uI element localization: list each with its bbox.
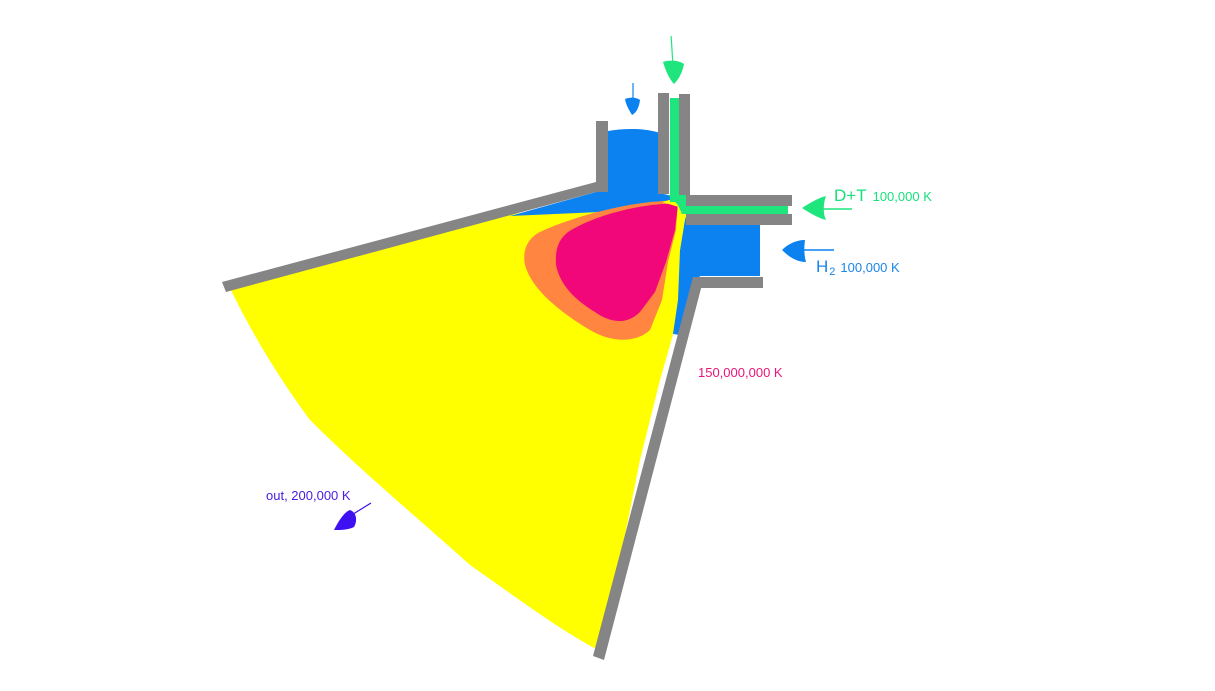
h2-temperature-label: 100,000 K xyxy=(840,260,900,275)
core-temperature-label: 150,000,000 K xyxy=(698,365,783,380)
dt-channel-vertical xyxy=(670,98,679,202)
top-duct-left-wall xyxy=(596,121,608,192)
h2-species-label: H xyxy=(816,257,829,276)
h2-top-arrow xyxy=(625,83,640,115)
h2-duct-region-side xyxy=(673,214,760,335)
lower-right-wall xyxy=(593,277,704,660)
dt-species-label: D+T xyxy=(834,186,867,205)
side-inlet-top-wall xyxy=(686,195,792,206)
outflow-label: out, 200,000 K xyxy=(266,488,351,503)
dt-temperature-label: 100,000 K xyxy=(872,189,932,204)
dt-channel-horizontal xyxy=(684,206,788,214)
h2-subscript: 2 xyxy=(829,266,836,278)
upper-left-wall xyxy=(222,182,596,292)
dt-inlet-right-wall xyxy=(679,94,690,195)
outflow-arrow xyxy=(334,502,372,530)
hot-core-region xyxy=(555,204,678,321)
h2-inlet-label: H2 100,000 K xyxy=(816,258,900,278)
reactor-walls xyxy=(222,93,792,660)
h2-duct-region-top xyxy=(510,128,672,216)
dt-top-arrow xyxy=(663,35,684,84)
dt-inlet-label: D+T 100,000 K xyxy=(834,187,932,205)
dt-junction xyxy=(668,195,690,214)
dt-inlet-left-wall xyxy=(658,93,669,194)
side-inlet-bottom-wall xyxy=(686,214,792,225)
h2-side-arrow xyxy=(782,240,834,262)
side-duct-bottom-wall xyxy=(693,277,763,288)
dt-side-arrow xyxy=(802,196,852,220)
